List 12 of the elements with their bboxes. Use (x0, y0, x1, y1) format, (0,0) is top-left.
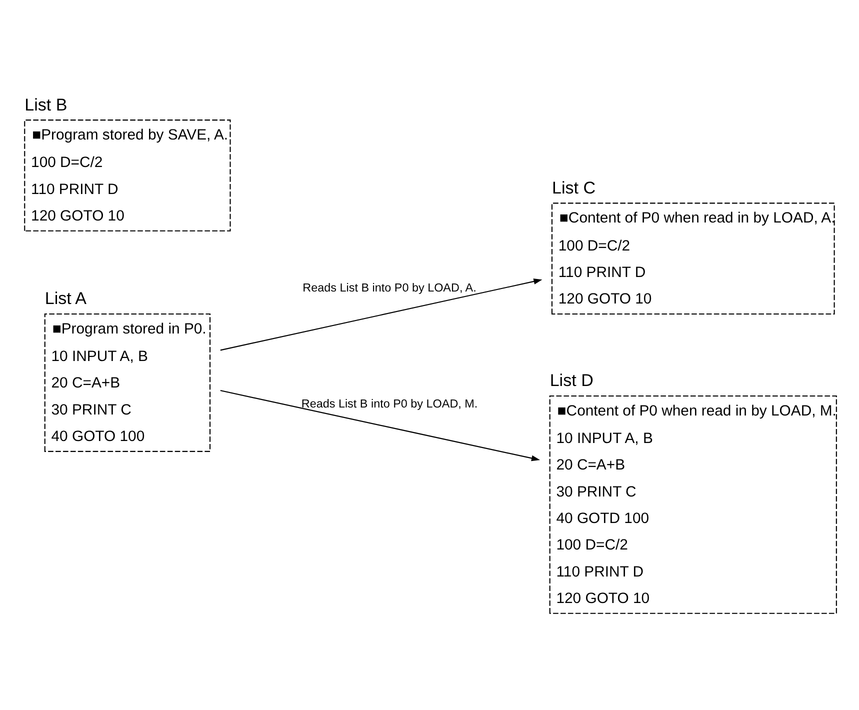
node-label: List C (551, 178, 596, 198)
node-box: ■Program stored by SAVE, A. 100 D=C/2 110 PRINT D 120 GOTO 10 (24, 120, 230, 232)
node-label: List B (24, 95, 67, 114)
arrow (220, 390, 540, 462)
node-box: ■Content of P0 when read in by LOAD, A. 100 D=C/2 110 PRINT D 120 GOTO 10 (550, 202, 834, 315)
node-label: List A (44, 289, 86, 308)
edge-label: Reads List B into P0 by LOAD, A. (302, 281, 476, 294)
node-label: List D (549, 371, 593, 390)
edge-label: Reads List B into P0 by LOAD, M. (300, 398, 478, 411)
node-box: ■Content of P0 when read in by LOAD, M. 10 INPUT A, B 20 C=A+B 30 PRINT C 40 GOTD 100 100 D=C/2 110 PRINT D 120 GOTO 10 (548, 395, 836, 614)
node-box: ■Program stored in P0. 10 INPUT A, B 20 C=A+B 30 PRINT C 40 GOTO 100 (44, 313, 210, 452)
arrow (220, 278, 542, 351)
